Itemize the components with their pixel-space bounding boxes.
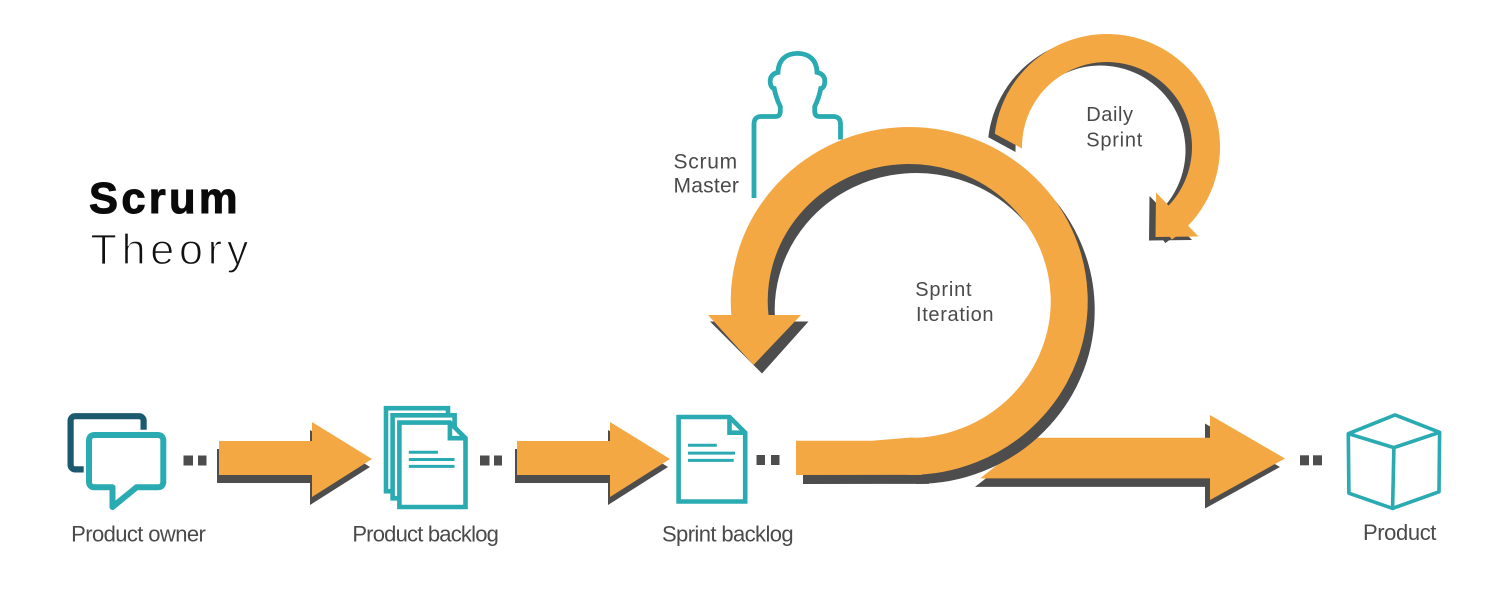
svg-text:Scrum: Scrum — [89, 175, 241, 223]
svg-text:Iteration: Iteration — [916, 304, 994, 326]
svg-text:Sprint: Sprint — [915, 279, 972, 301]
svg-text:Theory: Theory — [91, 226, 254, 274]
svg-text:Product owner: Product owner — [71, 522, 205, 547]
svg-text:Scrum: Scrum — [674, 150, 738, 173]
svg-text:Sprint: Sprint — [1086, 129, 1143, 151]
svg-text:Product: Product — [1363, 520, 1436, 545]
svg-text:Product backlog: Product backlog — [352, 522, 498, 547]
svg-text:Sprint backlog: Sprint backlog — [662, 522, 793, 547]
svg-text:Daily: Daily — [1086, 104, 1133, 126]
svg-text:Master: Master — [674, 175, 740, 198]
